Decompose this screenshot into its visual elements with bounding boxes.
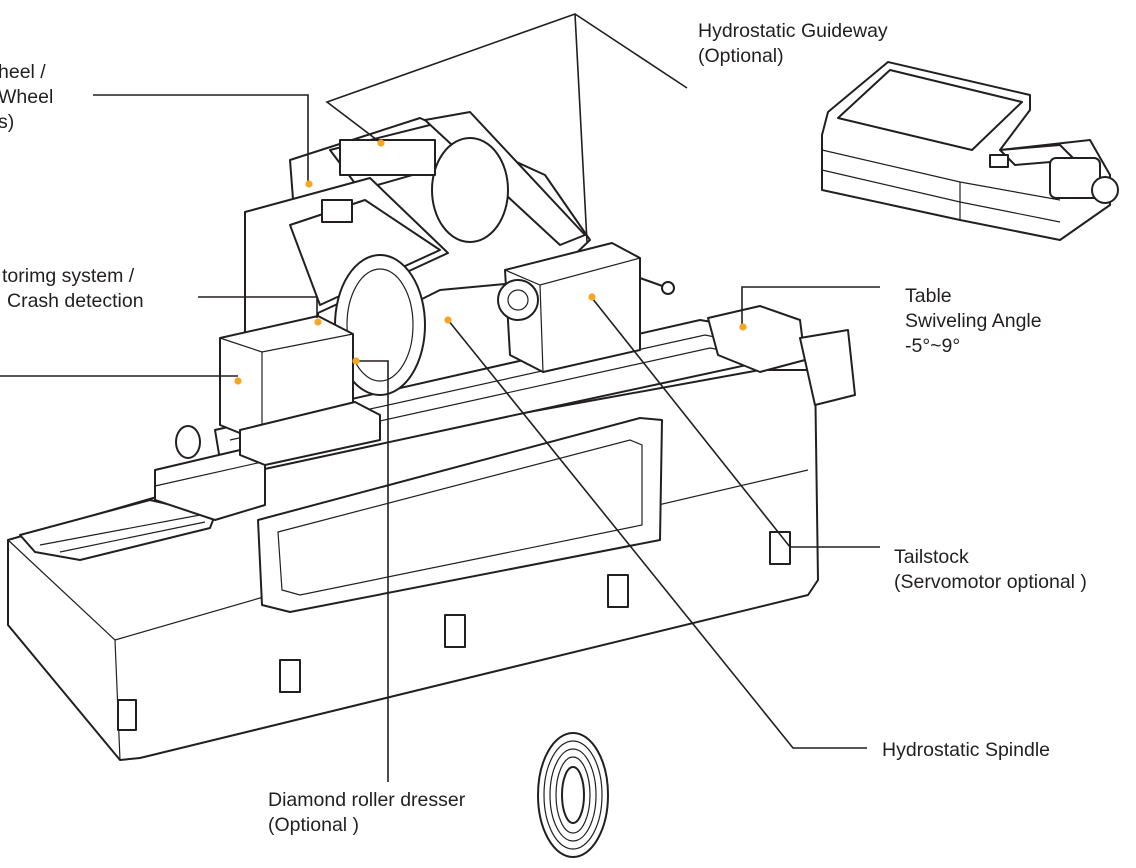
label-tailstock: Tailstock (Servomotor optional ): [894, 546, 1087, 593]
marker-tailstock: [588, 293, 596, 301]
position-markers: [234, 139, 747, 385]
label-table: Table Swiveling Angle -5°~9°: [905, 285, 1042, 357]
label-wheel: heel / Wheel s): [0, 61, 54, 133]
leader-lines: [0, 13, 880, 782]
spare-wheel: [537, 732, 609, 858]
leader-dresser: [356, 360, 389, 782]
label-dresser: Diamond roller dresser (Optional ): [268, 789, 466, 836]
marker-wheel: [305, 180, 313, 188]
marker-monitoring: [314, 318, 322, 326]
work-head: [497, 242, 675, 373]
marker-spindle: [444, 316, 452, 324]
leader-guideway-head: [574, 13, 588, 243]
dresser-housing: [175, 315, 381, 466]
leader-table: [741, 286, 880, 327]
leader-tailstock: [591, 297, 880, 548]
label-monitoring: torimg system / Crash detection: [2, 265, 144, 312]
label-guideway: Hydrostatic Guideway (Optional): [698, 20, 888, 67]
leader-guideway: [325, 13, 688, 144]
marker-dresser: [352, 357, 360, 365]
machine-base: [7, 369, 819, 761]
leader-monitoring: [198, 296, 318, 318]
label-spindle: Hydrostatic Spindle: [882, 739, 1050, 761]
marker-table: [739, 323, 747, 331]
leader-spindle: [447, 319, 867, 749]
marker-housing: [234, 377, 242, 385]
marker-guideway: [377, 139, 385, 147]
leader-wheel: [93, 94, 309, 182]
guideway-inset: [821, 61, 1119, 241]
